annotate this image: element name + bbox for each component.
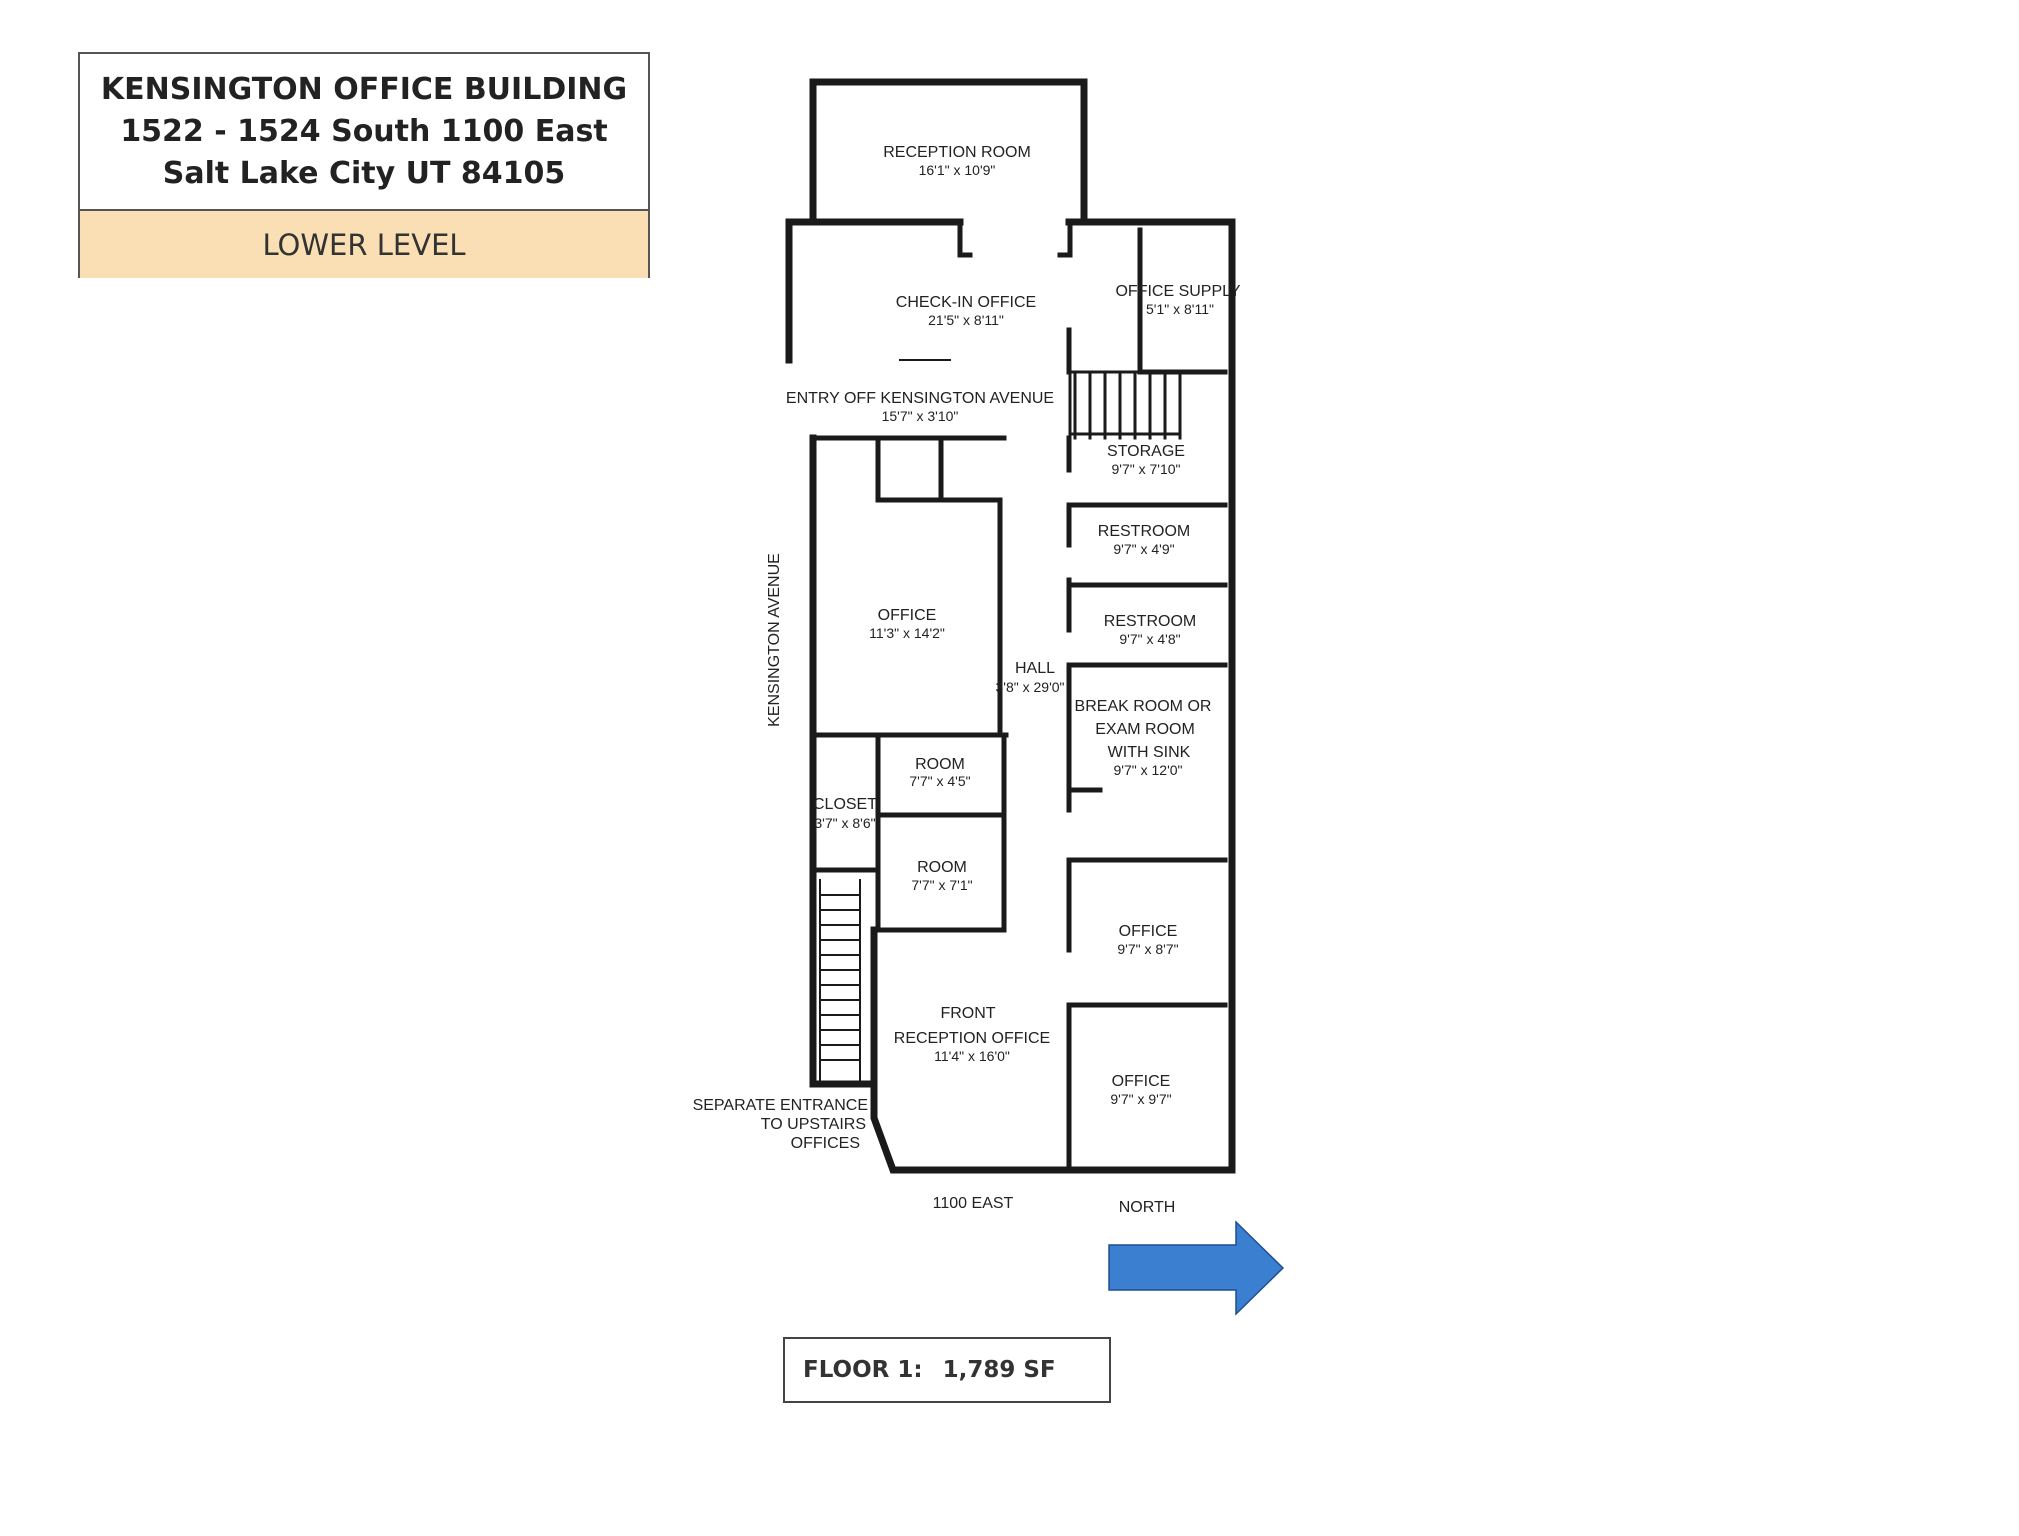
office-south-name: OFFICE	[1112, 1073, 1171, 1090]
break-room-size: 9'7" x 12'0"	[1114, 762, 1183, 778]
room-1-name: ROOM	[915, 756, 965, 773]
front-reception-size: 11'4" x 16'0"	[934, 1048, 1010, 1064]
restroom-2-name: RESTROOM	[1104, 613, 1196, 630]
street-address: 1522 - 1524 South 1100 East	[120, 113, 608, 149]
office-supply-size: 5'1" x 8'11"	[1146, 301, 1214, 317]
check-in-office-size: 21'5" x 8'11"	[928, 312, 1004, 328]
floor-label: FLOOR 1:	[803, 1357, 923, 1383]
restroom-2-size: 9'7" x 4'8"	[1119, 631, 1180, 647]
office-supply-name: OFFICE SUPPLY	[1115, 283, 1240, 300]
room-2-name: ROOM	[917, 859, 967, 876]
west-partitions	[810, 435, 1009, 933]
title-block: KENSINGTON OFFICE BUILDING 1522 - 1524 S…	[78, 52, 650, 278]
office-mid-name: OFFICE	[1119, 923, 1178, 940]
separate-entrance-1: SEPARATE ENTRANCE	[693, 1097, 868, 1114]
separate-entrance-3: OFFICES	[791, 1135, 860, 1152]
level-label: LOWER LEVEL	[80, 211, 648, 278]
office-south-size: 9'7" x 9'7"	[1110, 1091, 1171, 1107]
east-partitions	[1066, 435, 1228, 1173]
break-room-name-2: EXAM ROOM	[1095, 721, 1195, 738]
north-arrow-icon	[1108, 1220, 1285, 1316]
north-label: NORTH	[1119, 1199, 1176, 1216]
reception-bottom-wall	[957, 219, 1073, 258]
title-address: KENSINGTON OFFICE BUILDING 1522 - 1524 S…	[80, 54, 648, 211]
closet-size: 3'7" x 8'6"	[814, 815, 875, 831]
office-west-size: 11'3" x 14'2"	[869, 625, 945, 641]
break-room-name-1: BREAK ROOM OR	[1075, 698, 1212, 715]
office-mid-size: 9'7" x 8'7"	[1117, 941, 1178, 957]
front-reception-name-2: RECEPTION OFFICE	[894, 1030, 1050, 1047]
reception-room-name: RECEPTION ROOM	[883, 144, 1031, 161]
separate-entrance-2: TO UPSTAIRS	[761, 1116, 866, 1133]
street-west-label: KENSINGTON AVENUE	[766, 553, 783, 727]
restroom-1-size: 9'7" x 4'9"	[1113, 541, 1174, 557]
windows	[812, 81, 1096, 1171]
front-reception-name-1: FRONT	[940, 1005, 995, 1022]
check-in-office-name: CHECK-IN OFFICE	[896, 294, 1036, 311]
floor-area: 1,789 SF	[942, 1357, 1056, 1383]
entry-name: ENTRY OFF KENSINGTON AVENUE	[786, 390, 1054, 407]
reception-room-size: 16'1" x 10'9"	[919, 162, 996, 178]
break-room-name-3: WITH SINK	[1108, 744, 1191, 761]
city-state-zip: Salt Lake City UT 84105	[162, 155, 566, 191]
exterior-wall	[785, 78, 1236, 1174]
stair-bottom	[819, 879, 861, 1081]
entry-size: 15'7" x 3'10"	[882, 408, 959, 424]
building-name: KENSINGTON OFFICE BUILDING	[100, 71, 628, 107]
hall-size: 3'8" x 29'0"	[996, 679, 1065, 695]
street-south-label: 1100 EAST	[933, 1195, 1014, 1212]
hall-name: HALL	[1015, 660, 1055, 677]
storage-size: 9'7" x 7'10"	[1112, 461, 1181, 477]
stair-top	[1068, 335, 1182, 440]
floor-area-box: FLOOR 1: 1,789 SF	[783, 1337, 1111, 1403]
restroom-1-name: RESTROOM	[1098, 523, 1190, 540]
office-west-name: OFFICE	[878, 607, 937, 624]
closet-name: CLOSET	[813, 796, 877, 813]
office-supply-wall	[1066, 227, 1228, 375]
room-1-size: 7'7" x 4'5"	[909, 773, 970, 789]
storage-name: STORAGE	[1107, 443, 1185, 460]
room-2-size: 7'7" x 7'1"	[911, 877, 972, 893]
